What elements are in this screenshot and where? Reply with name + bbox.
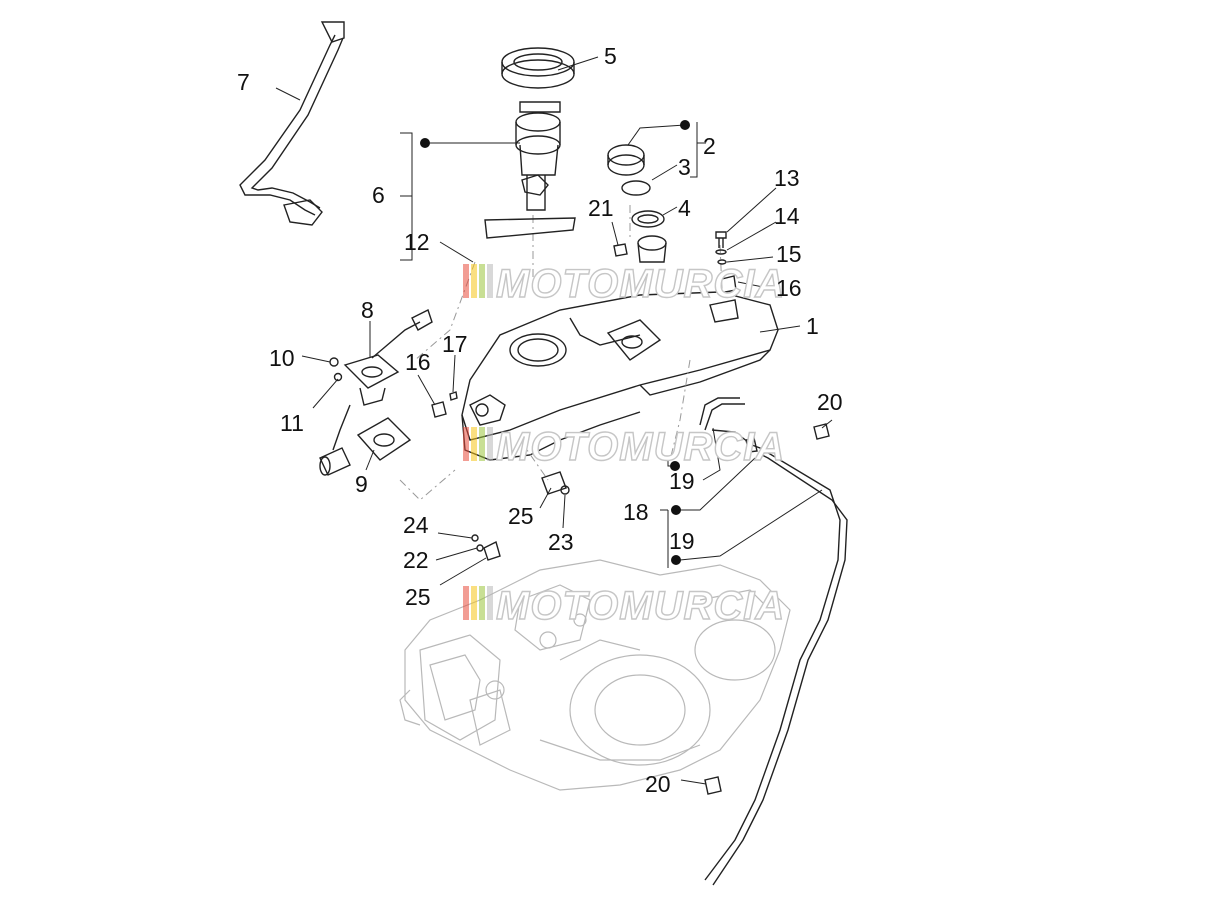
callout-3: 3 (678, 154, 691, 180)
part-16-clip-left (431, 401, 447, 418)
callout-7: 7 (237, 69, 250, 95)
callout-1: 1 (806, 313, 819, 339)
part-6-fuel-pump (484, 101, 576, 239)
part-3-gasket (621, 180, 651, 196)
watermark-text: MOTOMURCIA (496, 425, 785, 469)
part-20-clamp-lower (704, 776, 722, 795)
watermark-middle: MOTOMURCIA (463, 424, 785, 470)
part-7-vent-hose (239, 21, 345, 226)
callout-25-lower: 25 (405, 584, 431, 610)
callout-14: 14 (774, 203, 800, 229)
callout-23: 23 (548, 529, 574, 555)
callout-6: 6 (372, 182, 385, 208)
callout-16-left: 16 (405, 349, 431, 375)
part-25-clamp (483, 540, 501, 561)
callout-5: 5 (604, 43, 617, 69)
bullet-19a (670, 461, 680, 471)
callout-17: 17 (442, 331, 468, 357)
bullet-18 (671, 505, 681, 515)
callout-labels: 1 2 3 4 5 6 7 8 9 10 11 12 13 14 15 16 1… (237, 43, 843, 797)
callout-2: 2 (703, 133, 716, 159)
part-25-seal-upper (560, 485, 570, 495)
bullet-19b (671, 555, 681, 565)
part-19-breather-hose (699, 397, 848, 886)
part-21-clip (613, 243, 628, 257)
watermark-top: MOTOMURCIA (463, 261, 785, 307)
callout-16-right: 16 (776, 275, 802, 301)
part-15-washer (717, 259, 727, 265)
engine-ghost (399, 559, 791, 791)
callout-10: 10 (269, 345, 295, 371)
callout-22: 22 (403, 547, 429, 573)
callout-25-upper: 25 (508, 503, 534, 529)
callout-19-lower: 19 (669, 528, 695, 554)
part-10-nut (329, 357, 339, 367)
filler-neck (637, 235, 667, 263)
part-5-ring-nut (501, 47, 575, 89)
part-20-clamp-upper (813, 423, 830, 440)
part-11-washer (333, 372, 343, 382)
callout-21: 21 (588, 195, 614, 221)
bullet-6 (420, 138, 430, 148)
watermark-bottom: MOTOMURCIA (463, 583, 785, 629)
part-22-washer (476, 544, 484, 552)
part-4-seal-ring (631, 210, 665, 228)
callout-24: 24 (403, 512, 429, 538)
leader-lines (275, 56, 833, 785)
part-13-screw (715, 231, 727, 248)
watermark-text: MOTOMURCIA (496, 262, 785, 306)
callout-4: 4 (678, 195, 691, 221)
part-8-level-sender (319, 309, 433, 476)
bullet-2 (680, 120, 690, 130)
callout-8: 8 (361, 297, 374, 323)
callout-19-upper: 19 (669, 468, 695, 494)
part-17-clip (449, 391, 458, 401)
callout-20-lower: 20 (645, 771, 671, 797)
callout-20-upper: 20 (817, 389, 843, 415)
callout-bullets (420, 120, 690, 565)
part-2-filler-cap (607, 144, 645, 176)
callout-11: 11 (280, 410, 304, 436)
watermark-text: MOTOMURCIA (496, 584, 785, 628)
callout-12: 12 (404, 229, 430, 255)
callout-15: 15 (776, 241, 802, 267)
part-24-screw (471, 534, 479, 542)
callout-13: 13 (774, 165, 800, 191)
callout-9: 9 (355, 471, 368, 497)
part-14-washer (715, 249, 727, 255)
part-16-clip-right (717, 275, 737, 294)
callout-18: 18 (623, 499, 649, 525)
part-23-plug (541, 471, 567, 495)
part-9-gasket (356, 417, 412, 461)
